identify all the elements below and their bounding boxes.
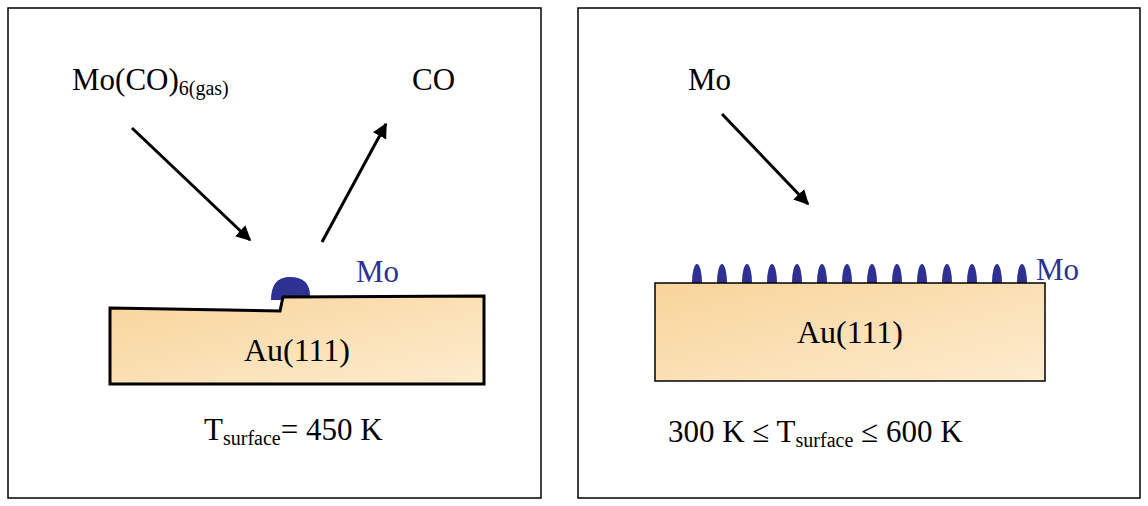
label-line: Tsurface= 450 K [204,412,383,448]
label-text: T [204,412,223,448]
label-line: Mo(CO)6(gas) [72,62,229,98]
subscript: 6(gas) [179,78,229,98]
label-line: Mo [688,62,731,98]
label-text: Mo(CO) [72,62,179,98]
label-line: Mo [356,254,399,290]
left-panel [8,8,541,498]
label-text: Mo [688,62,731,98]
incoming-arrow [722,114,808,204]
substrate-shape [110,296,484,384]
substrate-shape [655,283,1045,381]
label-text: Mo [356,254,399,290]
substrate-label: Au(111) [244,332,350,368]
subscript: surface [796,430,854,450]
label-line: 300 K ≤ Tsurface ≤ 600 K [668,414,963,450]
subscript: surface [223,428,281,448]
label-line: Mo [1036,252,1079,288]
label-line: CO [412,62,455,98]
outgoing-arrow [322,124,386,242]
label-text: Mo [1036,252,1079,288]
gold-substrate: Au(111) [654,282,1046,382]
incoming-arrow [132,128,250,240]
right-panel [578,8,1140,498]
substrate-label: Au(111) [797,314,903,350]
label-text: = 450 K [281,412,383,448]
label-text: CO [412,62,455,98]
label-text: 300 K ≤ T [668,414,796,450]
gold-substrate: Au(111) [108,292,486,386]
label-text: ≤ 600 K [861,414,962,450]
